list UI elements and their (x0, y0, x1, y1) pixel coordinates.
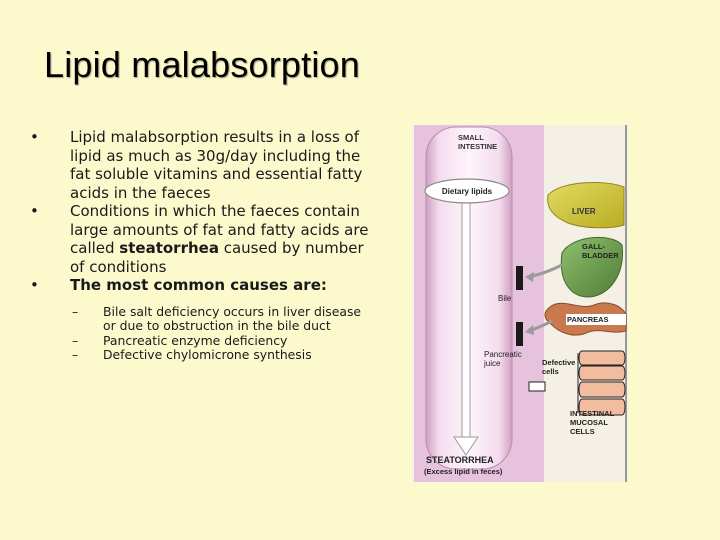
liver-label: LIVER (572, 207, 596, 216)
sub-bullet-item: Bile salt deficiency occurs in liver dis… (70, 304, 370, 334)
bullet-text: Lipid malabsorption results in a loss of… (70, 128, 363, 202)
bullet-text: caused by number of conditions (70, 239, 364, 276)
slide-title: Lipid malabsorption (44, 44, 360, 85)
steatorrhea-label: STEATORRHEA (426, 455, 494, 465)
bullet-item: Lipid malabsorption results in a loss of… (30, 128, 370, 202)
sub-bullet-item: Pancreatic enzyme deficiency (70, 333, 370, 349)
sub-bullet-list: Bile salt deficiency occurs in liver dis… (70, 304, 370, 363)
pancreatic-arrow-head (525, 325, 534, 335)
bile-arrow-head (525, 272, 534, 282)
dietary-lipids-label: Dietary lipids (442, 187, 493, 196)
pancreas-label-bg (566, 314, 626, 325)
steatorrhea-term: steatorrhea (119, 239, 219, 257)
sub-bullet-item: Defective chylomicrone synthesis (70, 347, 370, 363)
liver-shape (547, 181, 625, 229)
flow-arrow-shaft (461, 202, 471, 442)
flow-arrow-head (453, 436, 479, 456)
dietary-lipids-ellipse (424, 178, 510, 204)
bullet-list: Lipid malabsorption results in a loss of… (30, 128, 370, 363)
defective-cell-box (528, 381, 546, 392)
gallbladder-shape (560, 236, 624, 298)
pancreas-label: PANCREAS (567, 315, 609, 324)
bullet-text: The most common causes are: (70, 276, 327, 294)
mucosal-cell-3 (578, 381, 626, 398)
bullet-text: Conditions in which the faeces contain l… (70, 202, 369, 257)
mucosal-cell-1 (578, 350, 626, 366)
gallbladder-label: GALL-BLADDER (582, 242, 619, 260)
mucosal-cell-4 (578, 398, 626, 416)
bullet-item: Conditions in which the faeces contain l… (30, 202, 370, 276)
bullet-item: The most common causes are: Bile salt de… (30, 276, 370, 363)
mucosal-cell-2 (578, 365, 626, 381)
pancreatic-block (516, 322, 523, 346)
bile-block (516, 266, 523, 290)
bile-label: Bile (498, 294, 512, 303)
excess-lipid-label: (Excess lipid in feces) (424, 467, 503, 476)
